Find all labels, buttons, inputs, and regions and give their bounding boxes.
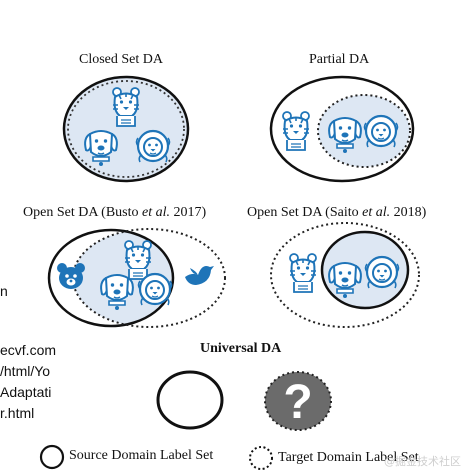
partial-target-ellipse (317, 94, 411, 168)
left-text-line1: n (0, 283, 8, 299)
legend-target-circle (249, 446, 273, 470)
tiger-icon (289, 253, 317, 293)
universal-da-panel: ? (156, 370, 332, 431)
left-text-line5: r.html (0, 405, 35, 421)
open-set-saito-panel (270, 222, 420, 328)
closed-target-ellipse (67, 80, 185, 178)
closed-set-da-title: Closed Set DA (79, 52, 163, 67)
bird-icon (185, 266, 214, 285)
watermark: @掘金技术社区 (384, 455, 461, 468)
open-set-busto-title: Open Set DA (Busto et al. 2017) (23, 205, 206, 221)
open-set-busto-prefix: Open Set DA (Busto (23, 205, 142, 220)
question-mark-icon: ? (283, 376, 312, 429)
tiger-icon (112, 87, 140, 127)
legend (39, 444, 273, 470)
closed-set-panel (62, 75, 190, 183)
open-set-saito-prefix: Open Set DA (Saito (247, 205, 363, 220)
open-set-busto-italic: et al. (142, 205, 170, 220)
left-text-line3: /html/Yo (0, 363, 51, 379)
open-set-saito-italic: et al. (362, 205, 391, 220)
left-text-line4: Adaptati (0, 384, 52, 400)
partial-da-panel (269, 75, 415, 183)
universal-source-ellipse (156, 370, 224, 430)
open-set-saito-title: Open Set DA (Saito et al. 2018) (247, 205, 426, 221)
open-set-busto-suffix: 2017) (170, 205, 207, 220)
universal-da-title: Universal DA (200, 341, 282, 356)
legend-source-label: Source Domain Label Set (69, 448, 214, 463)
open-set-busto-panel (47, 228, 226, 328)
legend-target-label: Target Domain Label Set (278, 450, 419, 465)
busto-source-ellipse (47, 228, 175, 328)
partial-da-title: Partial DA (309, 52, 370, 67)
tiger-icon (124, 240, 152, 280)
tiger-icon (282, 111, 310, 151)
busto-target-ellipse (72, 228, 226, 328)
legend-source-circle (39, 444, 65, 470)
open-set-saito-suffix: 2018) (390, 205, 427, 220)
universal-unknown-ellipse (264, 371, 332, 431)
left-text-line2: ecvf.com (0, 342, 57, 358)
